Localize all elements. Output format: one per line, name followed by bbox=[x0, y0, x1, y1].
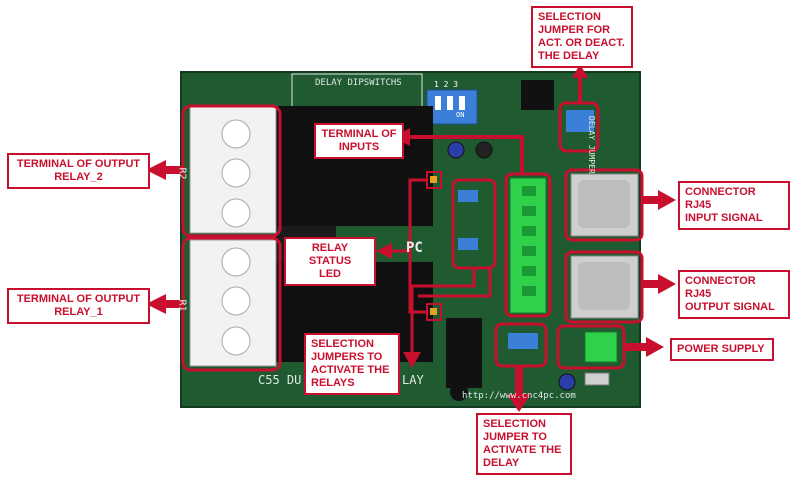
callout-jumpers-activate-relays: SELECTION JUMPERS TO ACTIVATE THE RELAYS bbox=[304, 333, 400, 395]
silk-url: http://www.cnc4pc.com bbox=[462, 391, 576, 401]
callout-terminal-relay2: TERMINAL OF OUTPUT RELAY_2 bbox=[7, 153, 150, 189]
delay-jumper bbox=[508, 333, 538, 349]
callout-jumper-act-deact: SELECTION JUMPER FOR ACT. OR DEACT. THE … bbox=[531, 6, 633, 68]
capacitor-2 bbox=[475, 141, 493, 159]
act-deact-jumper bbox=[566, 110, 594, 132]
silk-r1: R1 bbox=[176, 299, 188, 312]
callout-relay-status-led: RELAY STATUS LED bbox=[284, 237, 376, 286]
callout-jumper-activate-delay: SELECTION JUMPER TO ACTIVATE THE DELAY bbox=[476, 413, 572, 475]
callout-terminal-inputs: TERMINAL OF INPUTS bbox=[314, 123, 404, 159]
silk-bottom-right: LAY bbox=[402, 373, 424, 387]
led-relay2 bbox=[430, 176, 437, 183]
silk-pc: PC bbox=[406, 240, 423, 256]
silk-dipswitch-title: DELAY DIPSWITCHS bbox=[315, 78, 402, 88]
transistor bbox=[450, 383, 468, 401]
silk-r2: R2 bbox=[176, 167, 188, 180]
capacitor-3 bbox=[558, 373, 576, 391]
resistor bbox=[584, 372, 610, 386]
callout-rj45-output: CONNECTOR RJ45 OUTPUT SIGNAL bbox=[678, 270, 790, 319]
highlight-input-terminal bbox=[504, 172, 552, 318]
silk-dip-numbers: 1 2 3 bbox=[434, 80, 459, 89]
callout-rj45-input: CONNECTOR RJ45 INPUT SIGNAL bbox=[678, 181, 790, 230]
silk-bottom-left: C55 DU bbox=[258, 373, 302, 387]
silk-dip-on: ON bbox=[456, 111, 465, 119]
relay-jumper-1 bbox=[458, 190, 478, 202]
power-supply-terminal bbox=[584, 331, 618, 363]
ic-chip-top bbox=[521, 80, 554, 110]
relay-jumper-2 bbox=[458, 238, 478, 250]
led-relay1 bbox=[430, 308, 437, 315]
ic-chip-bottom bbox=[446, 318, 482, 388]
capacitor-1 bbox=[447, 141, 465, 159]
callout-power-supply: POWER SUPPLY bbox=[670, 338, 774, 361]
callout-terminal-relay1: TERMINAL OF OUTPUT RELAY_1 bbox=[7, 288, 150, 324]
silk-vertical: DELAY JUMPER bbox=[587, 116, 596, 174]
highlight-rj45-input bbox=[564, 168, 644, 242]
